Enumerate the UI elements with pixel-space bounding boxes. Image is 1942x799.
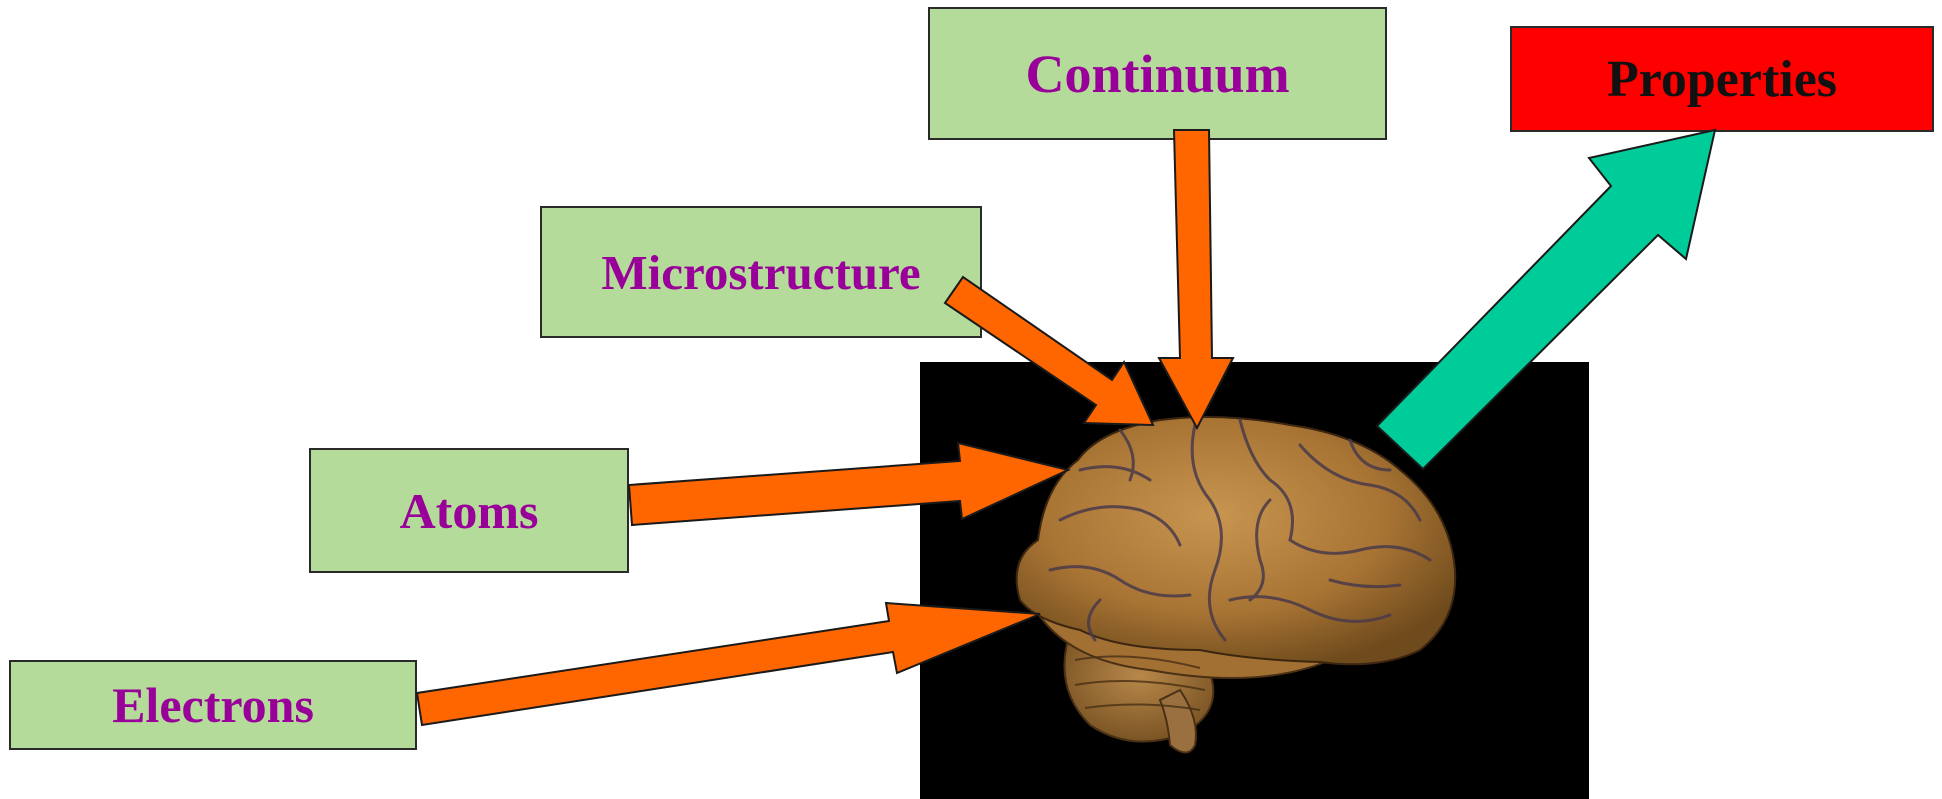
brain-image [1017, 417, 1456, 753]
properties-arrow [1377, 130, 1715, 469]
brain-cerebrum [1017, 417, 1456, 664]
continuum-arrow [1159, 130, 1233, 428]
microstructure-arrow [945, 277, 1153, 425]
atoms-arrow [629, 443, 1068, 525]
electrons-arrow [417, 603, 1040, 725]
